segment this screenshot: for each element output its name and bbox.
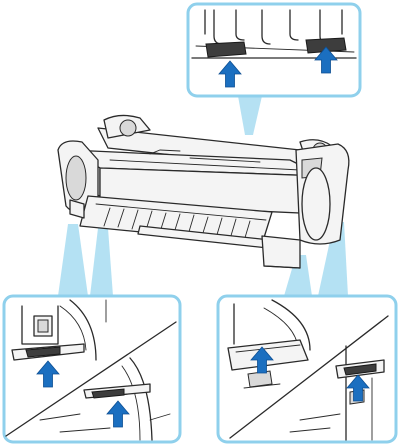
- beam-top: [238, 96, 262, 135]
- callout-bottom-right-frame: [216, 294, 398, 444]
- beam-left-a: [58, 224, 88, 296]
- callout-bottom-left: [2, 294, 182, 444]
- beam-right-a: [284, 255, 312, 296]
- callout-top: [186, 2, 362, 98]
- callout-bottom-left-content: [5, 299, 177, 441]
- callout-bottom-right: [216, 294, 398, 444]
- beam-left-b: [90, 228, 113, 296]
- printer: [57, 114, 350, 269]
- beam-right-b: [318, 222, 348, 296]
- callout-bottom-right-content: [227, 299, 389, 441]
- callout-top-content: [191, 9, 357, 88]
- callout-beams: [58, 96, 348, 296]
